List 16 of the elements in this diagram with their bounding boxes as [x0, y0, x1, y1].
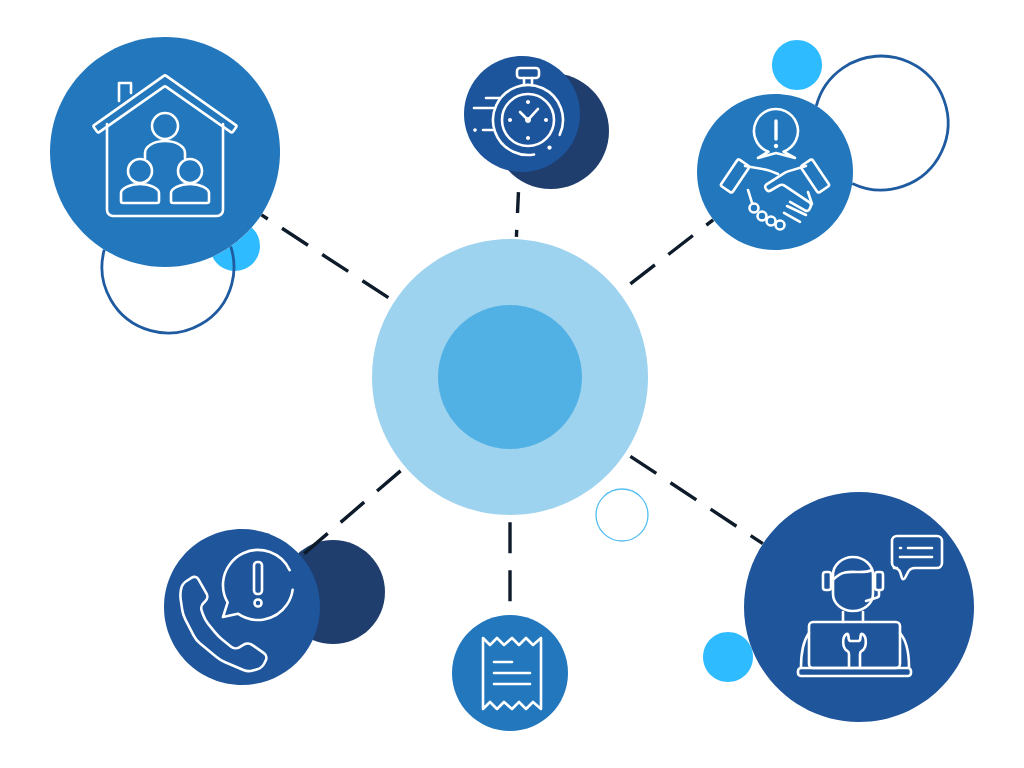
dashed-connector: [514, 192, 521, 237]
dashed-connector: [300, 469, 402, 558]
icon-circle: [164, 529, 385, 685]
icon-circle: [50, 37, 280, 267]
icon-circle: [464, 56, 609, 189]
dashed-connector: [629, 454, 764, 545]
dashed-connector: [508, 522, 512, 602]
outline-ring: [814, 54, 950, 192]
icon-circle: [452, 615, 568, 731]
inner-disc: [438, 305, 582, 449]
icon-circle: [697, 94, 853, 250]
outline-ring: [595, 488, 649, 542]
dashed-connector: [629, 218, 715, 286]
dashed-connector: [260, 213, 390, 300]
icon-circle: [744, 492, 974, 722]
outline-ring: [100, 245, 236, 335]
